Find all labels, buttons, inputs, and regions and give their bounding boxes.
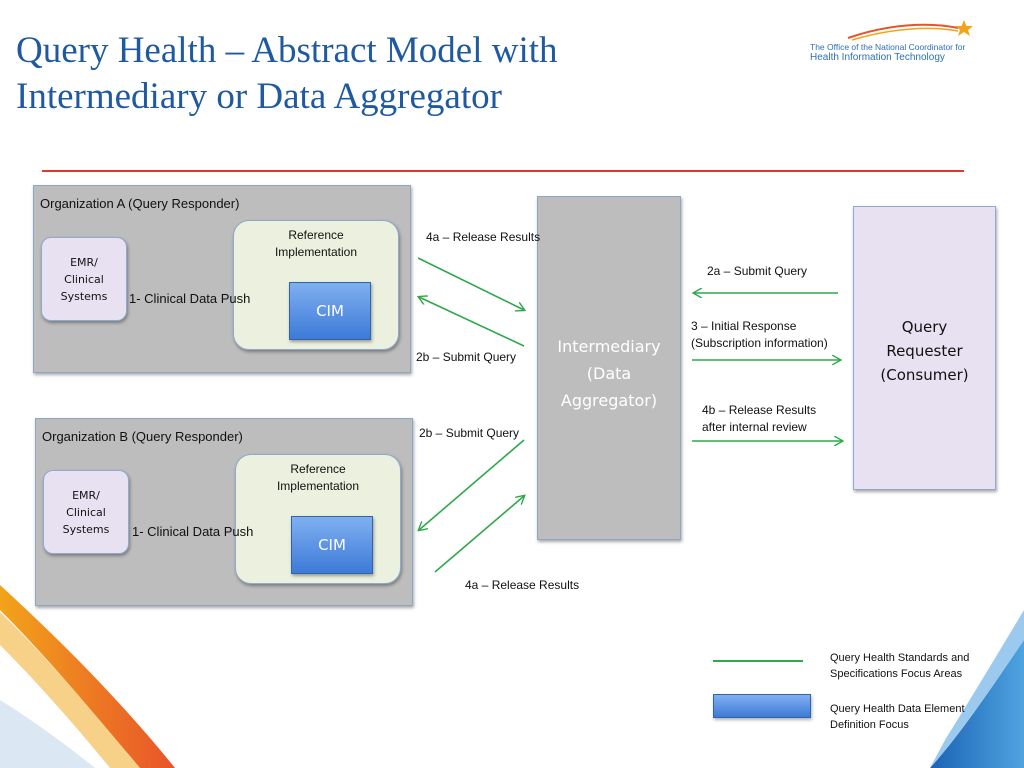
intermediary-box: Intermediary (Data Aggregator) [537, 196, 681, 540]
initial-response-label: 3 – Initial Response (Subscription infor… [691, 319, 828, 350]
org-b-submit-label: 2b – Submit Query [419, 426, 520, 440]
org-b-cim-box: CIM [291, 516, 373, 574]
legend-data-element-label: Query Health Data Element Definition Foc… [830, 703, 965, 731]
org-b-release-arrow [434, 496, 524, 573]
query-requester-box: Query Requester (Consumer) [853, 206, 996, 490]
legend-standards-swatch [713, 660, 803, 662]
intermediary-label: Intermediary (Data Aggregator) [557, 337, 661, 410]
org-b-reference-implementation: Reference Implementation CIM [235, 454, 401, 584]
onc-logo: The Office of the National Coordinator f… [808, 20, 1008, 66]
legend-data-element-swatch [713, 694, 811, 718]
org-a-push-label: 1- Clinical Data Push [129, 291, 251, 306]
organization-a: Organization A (Query Responder) EMR/ Cl… [33, 185, 411, 373]
title-divider [42, 170, 964, 172]
org-a-title: Organization A (Query Responder) [40, 196, 240, 211]
org-a-ref-impl-label: Reference Implementation [274, 228, 358, 259]
org-a-submit-arrow [419, 297, 525, 347]
org-a-release-arrow [417, 257, 524, 310]
org-a-release-label: 4a – Release Results [426, 230, 541, 244]
org-a-reference-implementation: Reference Implementation CIM [233, 220, 399, 350]
org-a-emr-box: EMR/ Clinical Systems [41, 237, 127, 321]
org-b-emr-box: EMR/ Clinical Systems [43, 470, 129, 554]
logo-line-1: The Office of the National Coordinator f… [810, 42, 966, 52]
org-b-push-label: 1- Clinical Data Push [132, 524, 254, 539]
org-b-release-label: 4a – Release Results [465, 578, 580, 592]
legend-standards-label: Query Health Standards and Specification… [830, 652, 970, 680]
page-title: Query Health – Abstract Model with Inter… [16, 30, 558, 117]
org-a-cim-box: CIM [289, 282, 371, 340]
organization-b: Organization B (Query Responder) EMR/ Cl… [35, 418, 413, 606]
release-review-label: 4b – Release Results after internal revi… [702, 403, 817, 434]
logo-line-2: Health Information Technology [810, 52, 945, 63]
submit-query-label: 2a – Submit Query [707, 264, 808, 278]
query-requester-label: Query Requester (Consumer) [880, 318, 969, 384]
org-b-title: Organization B (Query Responder) [42, 429, 243, 444]
org-b-submit-arrow [419, 439, 525, 530]
logo-swoosh-icon [847, 20, 973, 41]
org-a-submit-label: 2b – Submit Query [416, 350, 517, 364]
org-b-ref-impl-label: Reference Implementation [276, 462, 360, 493]
